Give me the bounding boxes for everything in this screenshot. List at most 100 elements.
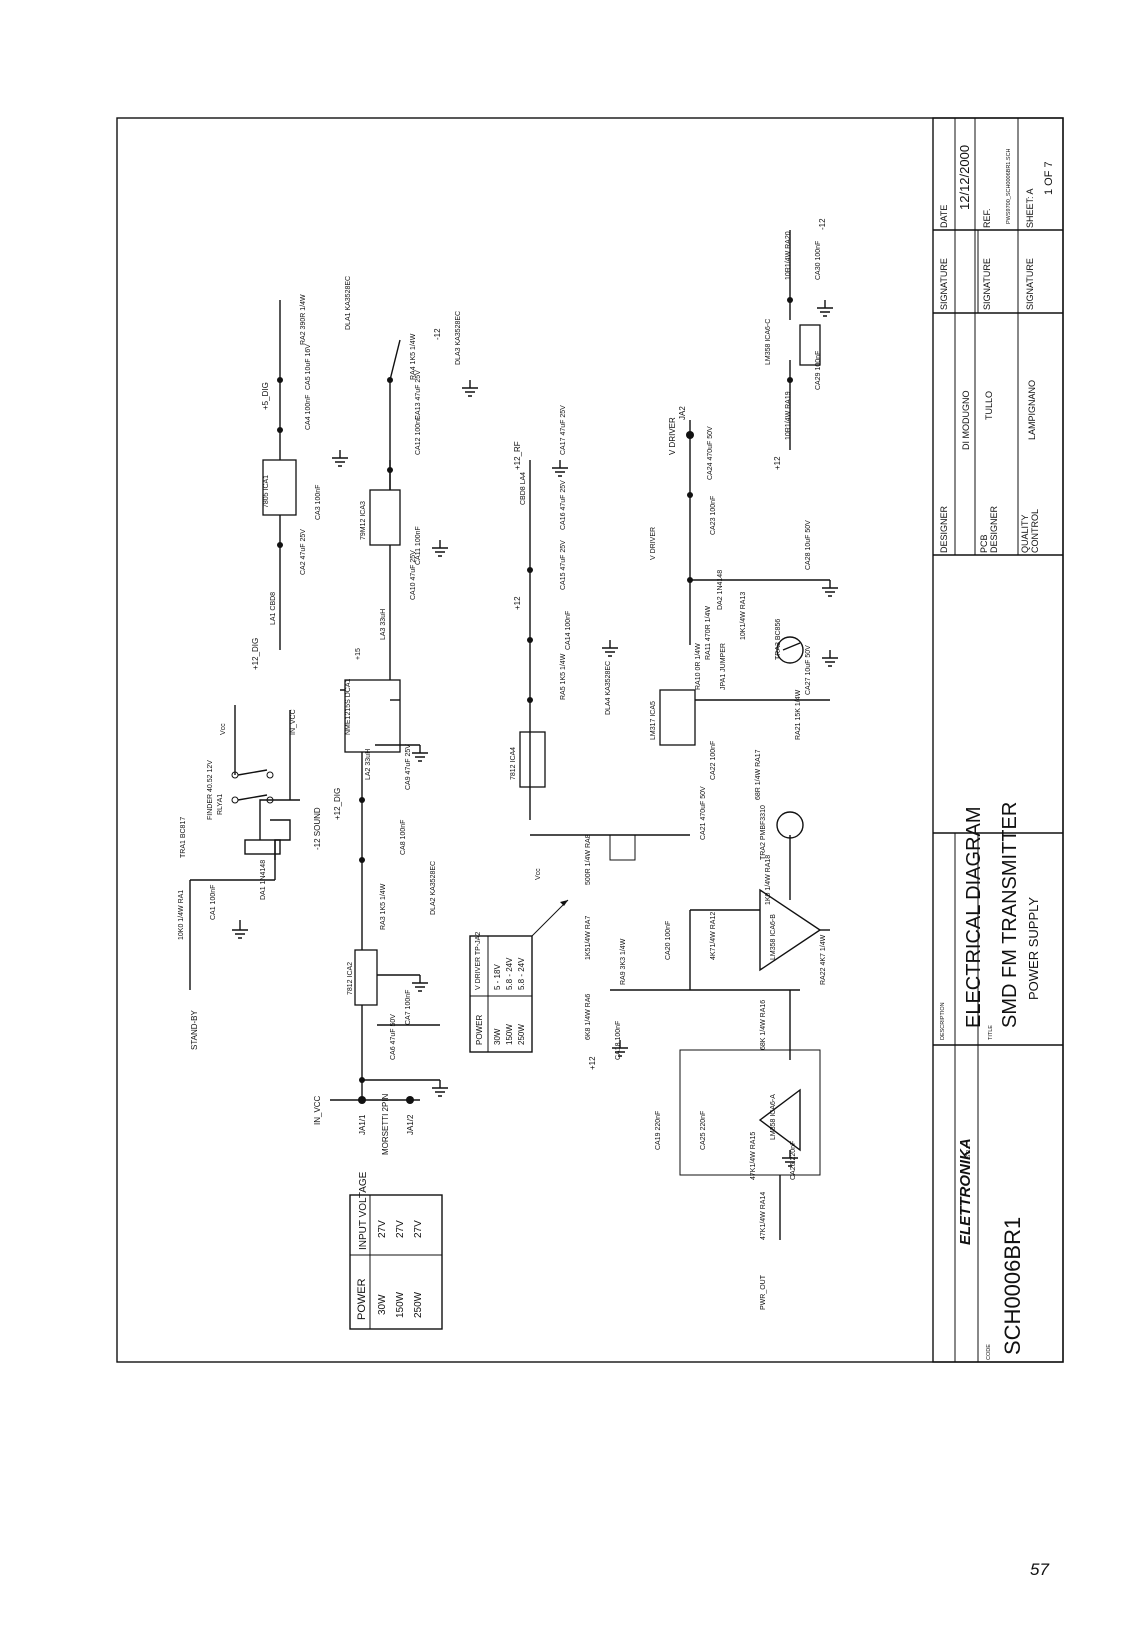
date-value: 12/12/2000 [957, 145, 972, 210]
input-table-cell: 150W [395, 1291, 406, 1318]
label-tra1: TRA1 BC817 [180, 817, 187, 858]
label-ra7: 1K51/4W RA7 [585, 916, 592, 960]
label-ra3: RA3 1K5 1/4W [380, 883, 387, 930]
label-ca24: CA24 470uF 50V [707, 426, 714, 480]
label-ca16: CA16 47uF 25V [560, 480, 567, 530]
label-ra11: RA11 470R 1/4W [705, 606, 712, 660]
label-plus12-dig: +12_DIG [251, 638, 260, 670]
label-ca25: CA25 220nF [700, 1111, 707, 1150]
label-ra14: 47K1/4W RA14 [760, 1192, 767, 1240]
label-ca6: CA6 47uF 50V [390, 1014, 397, 1060]
label-tra3: TRA3 BC856 [775, 619, 782, 660]
label-jp1: JPA1 JUMPER [720, 643, 727, 690]
label-ra15: 47K1/4W RA15 [750, 1132, 757, 1180]
label-ca27: CA27 10uF 50V [805, 645, 812, 695]
title-label: TITLE [988, 1025, 994, 1040]
code-label: CODE [986, 1344, 992, 1360]
label-ca23: CA23 100nF [710, 496, 717, 535]
label-ica1: 7805 ICA1 [263, 475, 270, 508]
vdriver-table-cell: 250W [517, 1024, 526, 1045]
label-ca11: CA11 100nF [415, 526, 422, 565]
label-ca9: CA9 47uF 25V [405, 744, 412, 790]
vdriver-table-cell: 30W [493, 1028, 502, 1045]
label-ra1: 10K0 1/4W RA1 [178, 890, 185, 940]
label-stand-by: STAND-BY [190, 1009, 199, 1050]
quality-label-1: QUALITY [1020, 514, 1030, 553]
vdriver-table-cell: 5.8 - 24V [517, 957, 526, 990]
label-plus12-rf: +12_RF [513, 441, 522, 470]
label-rly: RLYA1 [217, 794, 224, 815]
label-ca2: CA2 47uF 25V [300, 529, 307, 575]
label-ra21: RA21 15K 1/4W [795, 689, 802, 740]
input-table-cell: 27V [413, 1220, 424, 1238]
label-ca18: CA18 100nF [615, 1021, 622, 1060]
label-ra9: RA9 3K3 1/4W [620, 938, 627, 985]
pcb-designer-label-1: PCB [979, 534, 989, 553]
label-minus12-sound: -12 SOUND [313, 807, 322, 850]
label-plus15: +15 [355, 648, 362, 660]
label-la2: LA2 33uH [365, 749, 372, 780]
signature-label-1: SIGNATURE [939, 258, 949, 310]
label-ica6c: LM358 ICA6-C [765, 319, 772, 365]
label-ca12: CA12 100nF [415, 416, 422, 455]
label-ra16: 68K 1/4W RA16 [760, 1000, 767, 1050]
sheet-value: 1 OF 7 [1043, 161, 1055, 195]
vdriver-table-cell: 150W [505, 1024, 514, 1045]
label-ca1: CA1 100nF [210, 885, 217, 920]
label-ica4: 7812 ICA4 [510, 747, 517, 780]
label-minus12-b: -12 [818, 218, 827, 230]
drawing-code: SCH0006BR1 [1000, 1217, 1025, 1355]
label-ra8: 500R 1/4W RA8 [585, 834, 592, 885]
sheet-label: SHEET: A [1025, 188, 1035, 228]
drawing-frame [116, 117, 1064, 1363]
vdriver-table-header-vdriver: V DRIVER TP-JA2 [475, 932, 482, 990]
input-table-header-voltage: INPUT VOLTAGE [358, 1171, 369, 1250]
label-dla3: DLA3 KA3528EC [455, 311, 462, 365]
label-ca10: CA10 47uF 25V [410, 550, 417, 600]
title-line-2: SMD FM TRANSMITTER [999, 802, 1021, 1028]
label-ra12: 4K71/4W RA12 [710, 912, 717, 960]
description-label: DESCRIPTION [940, 1002, 946, 1040]
label-ca5: CA5 10uF 16V [305, 344, 312, 390]
signature-label-2: SIGNATURE [982, 258, 992, 310]
label-plus5-dig: +5_DIG [261, 382, 270, 410]
vdriver-table-cell: 5 - 18V [493, 964, 502, 990]
label-ra5: RA5 1K5 1/4W [560, 653, 567, 700]
label-vcc-relay: Vcc [220, 723, 227, 735]
label-ca8: CA8 100nF [400, 820, 407, 855]
ref-label: REF. [982, 208, 992, 228]
label-ca28: CA28 10uF 50V [805, 520, 812, 570]
input-table-header-power: POWER [356, 1278, 368, 1320]
label-ra10: RA10 0R 1/4W [695, 643, 702, 690]
label-ra17: 68R 1/4W RA17 [755, 749, 762, 800]
label-in-vcc: IN_VCC [313, 1095, 322, 1125]
title-line-3: POWER SUPPLY [1026, 897, 1041, 1000]
label-plus12-a: +12 [513, 596, 522, 610]
label-ca13: CA13 47uF 25V [415, 370, 422, 420]
label-ca29: CA29 100nF [815, 351, 822, 390]
label-vcc: Vcc [535, 868, 542, 880]
designer-name: DI MODUGNO [961, 391, 971, 451]
label-ra20: 10R1/4W RA20 [785, 231, 792, 280]
date-label: DATE [939, 205, 949, 228]
label-ica5: LM317 ICA5 [650, 701, 657, 740]
label-v-driver-2: V DRIVER [650, 527, 657, 560]
ref-value: PWS9700_SCH0006BR1.SCH [1006, 148, 1012, 224]
label-ca15: CA15 47uF 25V [560, 540, 567, 590]
label-la1: LA1 CBD8 [270, 592, 277, 625]
label-ca30: CA30 100nF [815, 241, 822, 280]
label-ca17: CA17 47uF 25V [560, 405, 567, 455]
label-ca4: CA4 100nF [305, 395, 312, 430]
label-dla4: DLA4 KA3528EC [605, 661, 612, 715]
label-ca14: CA14 100nF [565, 611, 572, 650]
label-dla2: DLA2 KA3528EC [430, 861, 437, 915]
label-da2: DA2 1N4148 [717, 570, 724, 610]
label-morsetti: MORSETTI 2PIN [381, 1093, 390, 1155]
label-pwr-out: PWR_OUT [760, 1274, 767, 1310]
label-minus12: -12 [433, 328, 442, 340]
input-table-cell: 30W [377, 1294, 388, 1315]
label-ra4: RA4 1K5 1/4W [410, 333, 417, 380]
label-tra2: TRA2 PMBF3310 [760, 805, 767, 860]
pcb-designer-label-2: DESIGNER [989, 505, 999, 553]
